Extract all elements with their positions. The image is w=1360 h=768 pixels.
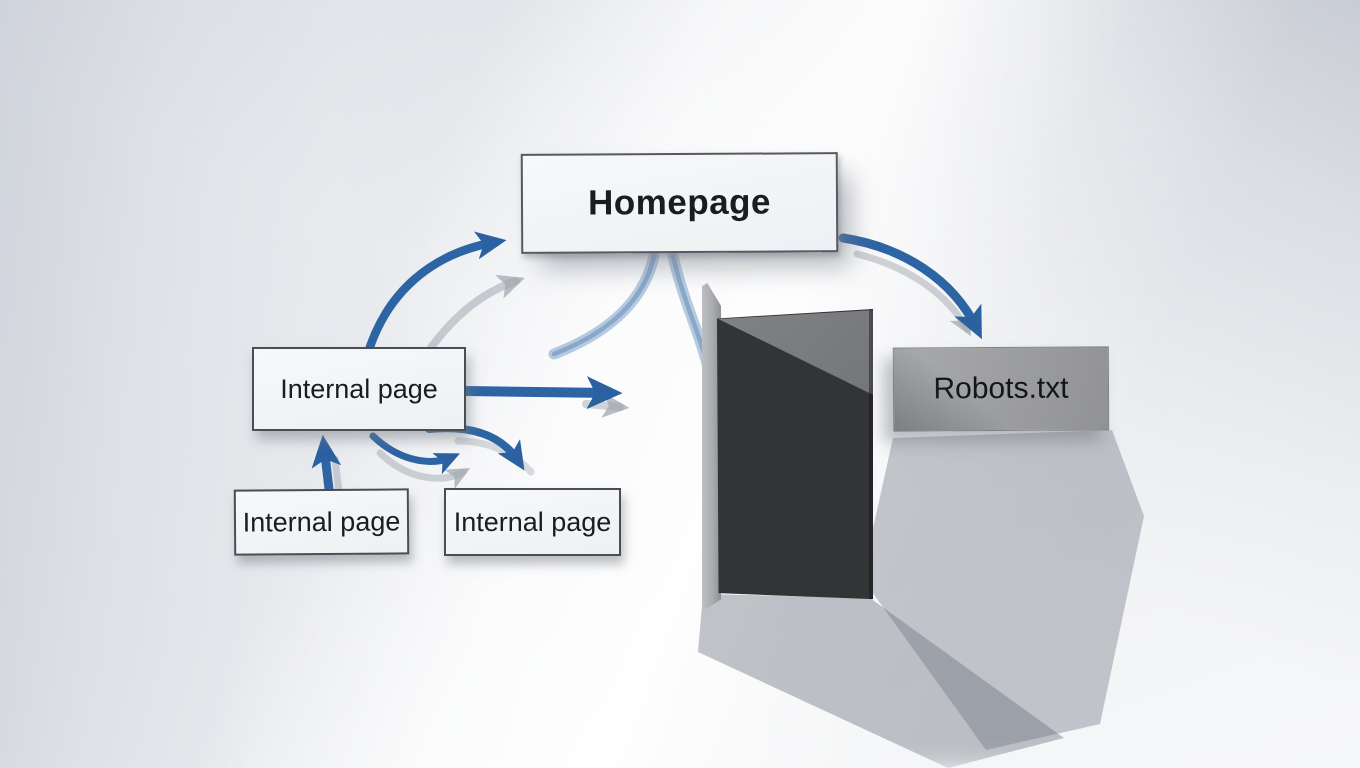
node-robots-label: Robots.txt [933, 371, 1069, 406]
arrow-internal-to-homepage [362, 231, 507, 361]
arrow-homepage-fork-left-core [551, 253, 657, 357]
wall-blocker-panel [717, 309, 873, 600]
arrow-homepage-fork-left [548, 250, 660, 360]
shadow-arrow-swoosh [376, 449, 471, 490]
arrow-homepage-fork-right-core [670, 253, 710, 367]
shadow-arrow-child-to-internal [331, 455, 343, 496]
node-homepage: Homepage [520, 152, 839, 254]
wall-right-edge [869, 309, 873, 600]
node-internal-child-left-label: Internal page [242, 505, 401, 538]
node-internal-child-right-label: Internal page [453, 506, 612, 537]
arrow-internal-swoosh-right [369, 432, 461, 475]
node-internal-page-child-left: Internal page [233, 488, 410, 556]
node-robots-txt: Robots.txt [892, 346, 1110, 432]
node-internal-page-main: Internal page [252, 347, 466, 431]
arrow-child-left-to-internal [311, 434, 342, 494]
node-homepage-label: Homepage [587, 182, 772, 223]
shadow-arrow-internal-blocked [582, 392, 630, 418]
node-internal-page-child-right: Internal page [444, 488, 621, 556]
arrow-internal-blocked-by-wall [461, 376, 623, 410]
node-internal-main-label: Internal page [280, 373, 438, 404]
wall-lit-triangle [718, 310, 873, 395]
wall-side-flap [702, 283, 721, 609]
arrow-homepage-to-robots [838, 233, 982, 340]
